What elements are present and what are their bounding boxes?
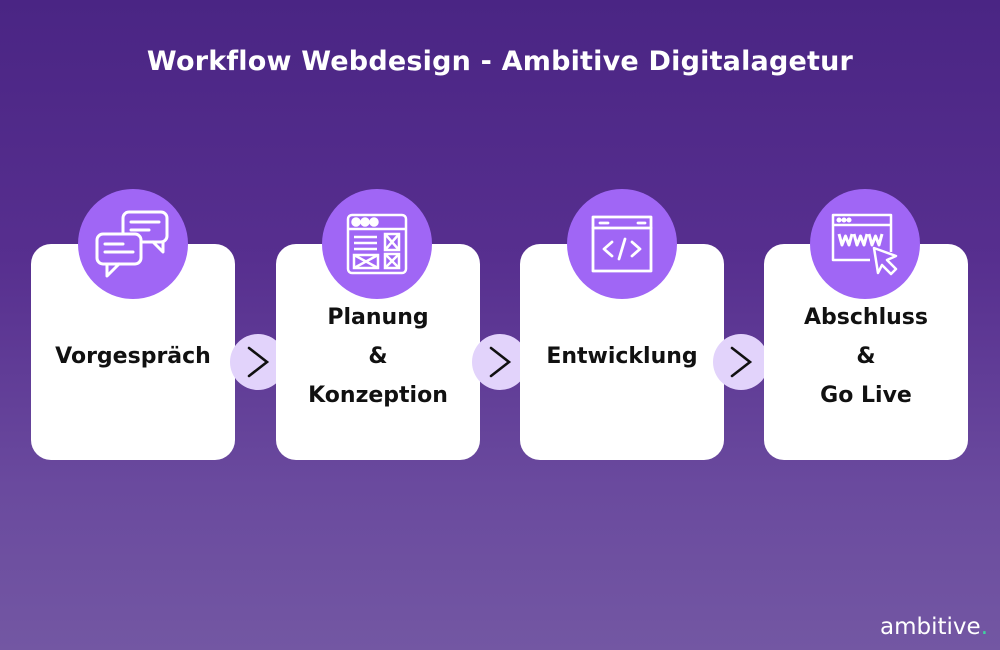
step-label-line: Vorgespräch (55, 343, 211, 369)
next-step-arrow (472, 334, 528, 390)
chat-bubbles-icon (78, 189, 188, 299)
diagram-title: Workflow Webdesign - Ambitive Digitalage… (146, 46, 854, 77)
step-label: Vorgespräch (55, 337, 211, 376)
next-step-arrow (713, 334, 769, 390)
wireframe-layout-icon (322, 189, 432, 299)
step-label: Entwicklung (546, 337, 697, 376)
step-label-line: Konzeption (308, 382, 448, 408)
logo-dot: . (980, 614, 988, 640)
step-label-line: Abschluss (804, 304, 928, 330)
step-label-line: & (368, 343, 388, 369)
step-label: Planung & Konzeption (308, 298, 448, 415)
step-label-line: Go Live (820, 382, 912, 408)
www-cursor-icon (810, 189, 920, 299)
step-label-line: Entwicklung (546, 343, 698, 369)
chevron-right-icon (730, 346, 753, 378)
logo-text: ambitive (880, 614, 981, 640)
code-window-icon (567, 189, 677, 299)
chevron-right-icon (247, 346, 270, 378)
ambitive-logo: ambitive. (880, 614, 988, 640)
chevron-right-icon (489, 346, 512, 378)
step-label-line: Planung (327, 304, 429, 330)
step-label-line: & (856, 343, 876, 369)
step-label: Abschluss & Go Live (804, 298, 928, 415)
